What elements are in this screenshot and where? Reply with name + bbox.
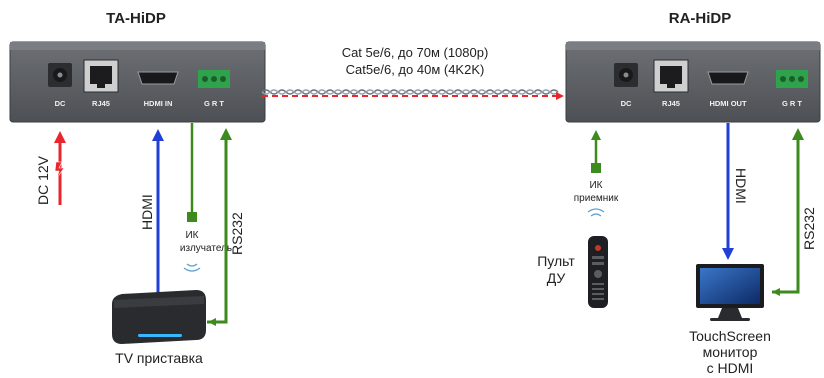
remote-control-image — [588, 236, 608, 308]
rx-rj45-label: RJ45 — [662, 99, 680, 108]
tv-set-top-box-image — [112, 290, 206, 344]
tx-rj45-port — [83, 59, 119, 93]
tx-grt-label: G R T — [204, 99, 224, 108]
tx-grt-terminal — [198, 70, 230, 88]
remote-label-2: ДУ — [547, 270, 566, 286]
touchscreen-monitor-image — [696, 264, 764, 321]
rx-rj45-port — [653, 59, 689, 93]
rx-hdmi-port — [707, 71, 749, 85]
ir-receiver-label-1: ИК — [589, 180, 602, 191]
receiver-unit: DC RJ45 HDMI OUT G R T — [565, 41, 821, 123]
twisted-pair-cable — [261, 89, 564, 100]
ir-signal-icon-right — [587, 208, 605, 217]
rs232-left-tail-arrow — [208, 318, 216, 326]
rx-dc-port — [614, 63, 638, 87]
rx-dc-label: DC — [621, 99, 632, 108]
cable-label-line2: Cat5e/6, до 40м (4K2K) — [346, 62, 485, 77]
ir-emitter-head — [187, 212, 197, 222]
cable-label-line1: Cat 5e/6, до 70м (1080p) — [342, 45, 489, 60]
monitor-caption-1: TouchScreen — [689, 328, 771, 344]
transmitter-title: TA-HiDP — [106, 10, 166, 27]
tx-hdmi-port — [137, 71, 179, 85]
remote-label-1: Пульт — [537, 253, 575, 269]
rs232-left-label: RS232 — [229, 212, 245, 255]
tx-dc-port — [48, 63, 72, 87]
ir-receiver-head — [591, 163, 601, 173]
tx-hdmi-label: HDMI IN — [144, 99, 173, 108]
hdmi-in-label: HDMI — [139, 194, 155, 230]
ir-emitter-label-2: излучатель — [180, 243, 232, 254]
transmitter-unit: DC RJ45 HDMI IN G R T — [9, 41, 266, 123]
rs232-right-tail-arrow — [772, 288, 780, 296]
dc-label: DC 12V — [35, 155, 51, 205]
monitor-caption-2: монитор — [703, 344, 758, 360]
hdmi-out-label: HDMI — [733, 168, 749, 204]
ir-emitter-label-1: ИК — [185, 230, 198, 241]
tx-dc-label: DC — [55, 99, 66, 108]
power-bolt-icon — [54, 161, 65, 179]
rs232-right-label: RS232 — [801, 207, 817, 250]
monitor-caption-3: с HDMI — [707, 360, 754, 376]
receiver-title: RA-HiDP — [669, 10, 732, 27]
rx-grt-terminal — [776, 70, 808, 88]
ir-signal-icon — [183, 263, 201, 272]
rs232-right-line — [772, 128, 804, 294]
tv-box-caption: TV приставка — [115, 350, 203, 366]
rs232-left-line — [207, 128, 232, 324]
tx-rj45-label: RJ45 — [92, 99, 110, 108]
ir-receiver-label-2: приемник — [574, 193, 619, 204]
rx-grt-label: G R T — [782, 99, 802, 108]
rx-hdmi-label: HDMI OUT — [709, 99, 746, 108]
